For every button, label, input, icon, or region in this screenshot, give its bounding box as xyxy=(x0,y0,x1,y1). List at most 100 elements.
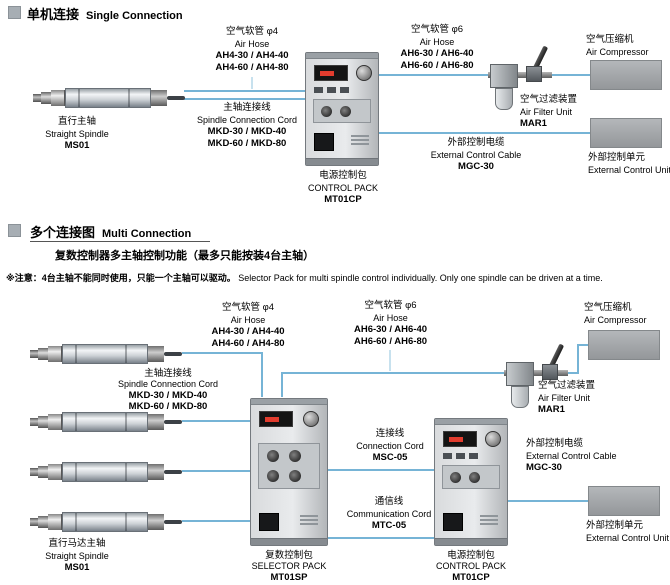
pack-buttons xyxy=(443,453,478,459)
multi-subtitle: 复数控制器多主轴控制功能（最多只能按装4台主轴） xyxy=(55,250,315,262)
multi-spindle-label: 直行马达主轴 Straight Spindle MS01 xyxy=(22,538,132,574)
cord-models-2: MKD-60 / MKD-80 xyxy=(207,138,287,149)
filter-valve xyxy=(542,364,558,380)
spindle-tip xyxy=(33,94,41,102)
air-filter-en: Air Filter Unit xyxy=(538,393,591,403)
single-ext-unit-label: 外部控制单元 External Control Unit xyxy=(588,152,670,176)
compressor-en: Air Compressor xyxy=(584,315,647,325)
multi-ext-cable-label: 外部控制电缆 External Control Cable MGC-30 xyxy=(526,438,617,474)
pack-knob xyxy=(485,431,501,447)
spindle-nose xyxy=(41,92,51,104)
air-hose6-models-1: AH6-30 / AH6-40 xyxy=(353,324,428,335)
multi-control-pack-label: 电源控制包 CONTROL PACK MT01CP xyxy=(424,550,518,583)
spindle-cap xyxy=(48,346,62,362)
spindle-tip xyxy=(30,418,38,426)
spindle-cable xyxy=(167,96,185,100)
cord-models-1: MKD-30 / MKD-40 xyxy=(207,126,287,137)
cord-models-2: MKD-60 / MKD-80 xyxy=(128,401,208,412)
single-spindle-graphic xyxy=(33,86,185,110)
spindle-label-en: Straight Spindle xyxy=(45,129,109,139)
air-hose6-zh: 空气软管 φ6 xyxy=(410,24,464,35)
spindle-rear xyxy=(148,514,164,530)
multi-ext-unit-label: 外部控制单元 External Control Unit xyxy=(586,520,669,544)
pack-power-socket xyxy=(314,133,334,151)
air-hose6-en: Air Hose xyxy=(373,313,408,323)
pack-power-socket xyxy=(443,513,463,531)
multi-title-en: Multi Connection xyxy=(102,228,192,240)
compressor-zh: 空气压缩机 xyxy=(584,302,632,313)
control-pack-model: MT01CP xyxy=(452,572,490,583)
filter-pipe xyxy=(488,72,552,78)
filter-head xyxy=(490,64,518,88)
single-title-zh: 单机连接 xyxy=(27,7,80,22)
single-ext-unit-box xyxy=(590,118,662,148)
air-filter-zh: 空气过滤装置 xyxy=(538,380,596,391)
single-air-hose6-label: 空气软管 φ6 Air Hose AH6-30 / AH6-40 AH6-60 … xyxy=(387,24,487,72)
cord-models-1: MKD-30 / MKD-40 xyxy=(128,390,208,401)
control-pack-zh: 电源控制包 xyxy=(319,170,367,181)
multi-note-zh: ※注意：4台主轴不能同时使用，只能一个主轴可以驱动。 xyxy=(6,273,236,283)
pack-vents xyxy=(351,135,369,147)
spindle-cable xyxy=(164,470,182,474)
filter-head xyxy=(506,362,534,386)
spindle-tip xyxy=(30,468,38,476)
single-control-pack-label: 电源控制包 CONTROL PACK MT01CP xyxy=(293,170,393,206)
pack-knob xyxy=(303,411,319,427)
control-pack-model: MT01CP xyxy=(324,194,362,205)
pack-vents xyxy=(480,515,498,527)
single-air-hose4-label: 空气软管 φ4 Air Hose AH4-30 / AH4-40 AH4-60 … xyxy=(195,26,309,74)
pack-display-digits xyxy=(265,417,279,422)
spindle-body xyxy=(62,344,148,364)
single-air-filter-graphic xyxy=(488,38,552,114)
filter-bowl xyxy=(495,88,513,110)
pack-connector xyxy=(321,106,332,117)
air-hose6-models-2: AH6-60 / AH6-80 xyxy=(400,60,474,71)
spindle-label-zh: 直行马达主轴 xyxy=(48,538,106,549)
multi-air-hose6-label: 空气软管 φ6 Air Hose AH6-30 / AH6-40 AH6-60 … xyxy=(338,300,443,348)
air-hose4-en: Air Hose xyxy=(234,39,270,49)
ext-unit-zh: 外部控制单元 xyxy=(588,152,646,163)
pack-power-socket xyxy=(259,513,279,531)
selector-connector xyxy=(289,450,301,462)
spindle-body xyxy=(65,88,151,108)
spindle-label-en: Straight Spindle xyxy=(45,551,109,561)
multi-air-filter-graphic xyxy=(504,336,568,412)
spindle-model: MS01 xyxy=(64,140,90,151)
comm-cord-model: MTC-05 xyxy=(371,520,407,531)
conn-cord-model: MSC-05 xyxy=(372,452,408,463)
spindle-cap xyxy=(48,414,62,430)
control-pack-en: CONTROL PACK xyxy=(307,183,378,193)
pack-top-strip xyxy=(435,419,507,425)
spindle-cable xyxy=(164,352,182,356)
air-hose6-models-1: AH6-30 / AH6-40 xyxy=(400,48,474,59)
spindle-model: MS01 xyxy=(64,562,90,573)
ext-cable-en: External Control Cable xyxy=(430,150,522,160)
pack-base xyxy=(251,538,327,545)
spindle-nose xyxy=(38,348,48,360)
multi-spindle-graphic-1 xyxy=(30,342,182,366)
multi-compressor-label: 空气压缩机 Air Compressor xyxy=(584,302,647,326)
multi-cord-label: 主轴连接线 Spindle Connection Cord MKD-30 / M… xyxy=(108,368,228,412)
spindle-body xyxy=(62,462,148,482)
air-filter-en: Air Filter Unit xyxy=(520,107,573,117)
cord-zh: 主轴连接线 xyxy=(144,368,192,379)
compressor-zh: 空气压缩机 xyxy=(586,34,634,45)
multi-section-title: 多个连接图 Multi Connection xyxy=(30,222,191,241)
ext-cable-en: External Control Cable xyxy=(526,451,617,461)
selector-pack-en: SELECTOR PACK xyxy=(251,561,327,571)
filter-pipe xyxy=(504,370,568,376)
ext-cable-model: MGC-30 xyxy=(458,161,494,172)
air-hose4-models-2: AH4-60 / AH4-80 xyxy=(215,62,289,73)
spindle-cable xyxy=(164,420,182,424)
pack-knob xyxy=(356,65,372,81)
pack-top-strip xyxy=(251,399,327,405)
selector-pack-zh: 复数控制包 xyxy=(265,550,313,561)
control-pack-zh: 电源控制包 xyxy=(447,550,495,561)
single-compressor-label: 空气压缩机 Air Compressor xyxy=(586,34,649,58)
single-control-pack-graphic xyxy=(305,52,379,166)
spindle-body xyxy=(62,412,148,432)
spindle-cable xyxy=(164,520,182,524)
pack-connector xyxy=(469,472,480,483)
